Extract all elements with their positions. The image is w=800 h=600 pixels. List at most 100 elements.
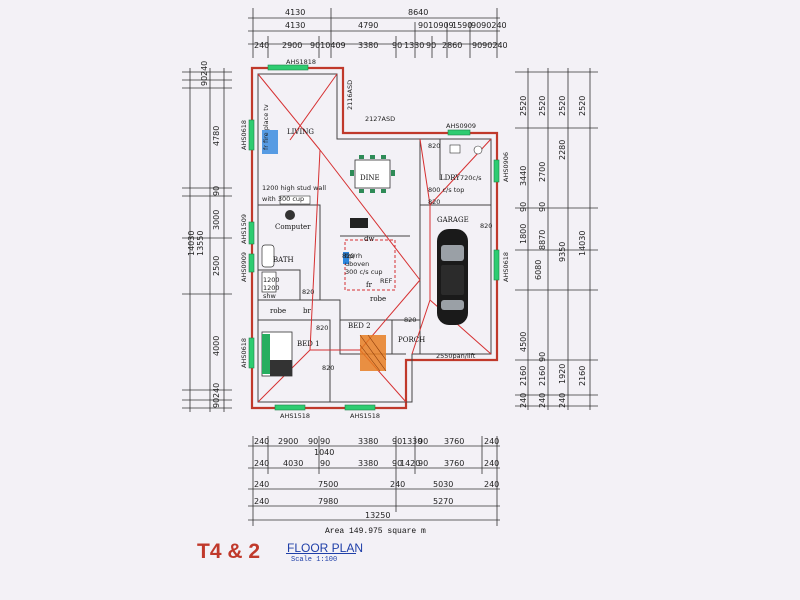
dining-table bbox=[354, 159, 391, 189]
window-top-right bbox=[447, 129, 471, 136]
bottom-dim-text: 5270 bbox=[433, 497, 453, 506]
room-label-ldry: LDRY bbox=[440, 174, 460, 182]
window-code: AHS0906 bbox=[502, 152, 510, 182]
bottom-dim-text: 240 bbox=[254, 497, 269, 506]
room-label-living: LIVING bbox=[287, 128, 314, 136]
room-label-porch: PORCH bbox=[398, 336, 425, 344]
bottom-dim-text: 90 bbox=[418, 459, 428, 468]
right-dimensions: 2520 3440 90 1800 6080 4500 2160 240 252… bbox=[515, 68, 598, 410]
right-dim-text: 2520 bbox=[578, 96, 587, 116]
laundry-tub-icon bbox=[449, 144, 461, 154]
top-dim-text: 1330 bbox=[404, 41, 424, 50]
left-dim-text: 4000 bbox=[212, 336, 221, 356]
window-code: AHS1818 bbox=[286, 58, 316, 66]
bottom-dim-text: 240 bbox=[484, 480, 499, 489]
bottom-dim-text: 3380 bbox=[358, 459, 378, 468]
window-code: AHS0618 bbox=[502, 252, 510, 282]
left-dim-text: 240 bbox=[212, 383, 221, 398]
bottom-dim-text: 13250 bbox=[365, 511, 390, 520]
bottom-dim-text: 240 bbox=[254, 459, 269, 468]
window-left-1 bbox=[248, 119, 255, 151]
right-dim-text: 90 bbox=[538, 352, 547, 362]
door-label: 820 bbox=[428, 142, 440, 150]
right-dim-text: 240 bbox=[558, 393, 567, 408]
top-dim-text: 3380 bbox=[358, 41, 378, 50]
bottom-dim-text: 240 bbox=[254, 437, 269, 446]
room-label-bed1: BED 1 bbox=[297, 340, 320, 348]
note-text: 1200 bbox=[263, 284, 280, 292]
window-code: AHS0618 bbox=[240, 120, 248, 150]
right-dim-text: 2520 bbox=[558, 96, 567, 116]
room-label-fr: fr bbox=[366, 281, 373, 289]
bottom-dim-text: 90 bbox=[308, 437, 318, 446]
left-dimensions: 240 90 4780 90 3000 2500 4000 240 90 140… bbox=[182, 61, 232, 412]
right-dim-text: 2280 bbox=[558, 140, 567, 160]
top-dim-text: 9090240 bbox=[471, 21, 507, 30]
right-dim-text: 240 bbox=[519, 393, 528, 408]
right-dim-text: 9350 bbox=[558, 242, 567, 262]
top-dim-text: 1590 bbox=[452, 21, 472, 30]
door-label: 820 bbox=[404, 316, 416, 324]
window-top-left bbox=[267, 64, 309, 71]
right-dim-text: 2160 bbox=[538, 366, 547, 386]
bottom-dim-text: 90 bbox=[418, 437, 428, 446]
plan-badge-title: T4 & 2 bbox=[197, 540, 261, 563]
right-dim-text: 14030 bbox=[578, 231, 587, 256]
left-dim-text: 13550 bbox=[196, 231, 205, 256]
bottom-dim-text: 90 bbox=[392, 459, 402, 468]
top-dim-text: 240 bbox=[254, 41, 269, 50]
window-code: AHS1518 bbox=[280, 412, 310, 420]
window-right-1 bbox=[493, 159, 500, 183]
door-label: 820 bbox=[316, 324, 328, 332]
bottom-dim-text: 1420 bbox=[400, 459, 420, 468]
top-dim-text: 90 bbox=[392, 41, 402, 50]
plan-title: FLOOR PLAN bbox=[287, 541, 364, 555]
door-label: 820 bbox=[342, 252, 354, 260]
right-dim-text: 2160 bbox=[578, 366, 587, 386]
shower-icon bbox=[261, 271, 277, 293]
right-dim-text: 1920 bbox=[558, 364, 567, 384]
right-dim-text: 2160 bbox=[519, 366, 528, 386]
bottom-dim-text: 1040 bbox=[314, 448, 334, 457]
room-label-bed2: BED 2 bbox=[348, 322, 371, 330]
bottom-dim-text: 5030 bbox=[433, 480, 453, 489]
room-label-bath: BATH bbox=[273, 256, 294, 264]
window-left-3 bbox=[248, 253, 255, 273]
bathtub-icon bbox=[261, 244, 275, 268]
bed-1-icon bbox=[261, 331, 293, 377]
note-text: 2127ASD bbox=[365, 115, 395, 123]
right-dim-text: 2700 bbox=[538, 162, 547, 182]
door-label: 820 bbox=[480, 222, 492, 230]
note-text: 2550pan/lift bbox=[436, 352, 476, 360]
bottom-dim-text: 7500 bbox=[318, 480, 338, 489]
bottom-dim-text: 90 bbox=[320, 437, 330, 446]
windows bbox=[248, 64, 500, 411]
window-code: AHS0618 bbox=[240, 338, 248, 368]
left-dim-text: 14030 bbox=[187, 231, 196, 256]
top-dim-text: 90 bbox=[426, 41, 436, 50]
note-text: REF bbox=[380, 277, 393, 285]
room-label-br: br bbox=[303, 307, 311, 315]
window-left-4 bbox=[248, 337, 255, 369]
bottom-dim-text: 4030 bbox=[283, 459, 303, 468]
note-text: 2116ASD bbox=[346, 80, 354, 110]
sink-icon bbox=[350, 218, 368, 228]
left-dim-text: 90 bbox=[212, 398, 221, 408]
washer-icon bbox=[473, 145, 483, 155]
chair-icon bbox=[285, 210, 295, 220]
bottom-dim-text: 3760 bbox=[444, 437, 464, 446]
top-dim-text: 9010909 bbox=[418, 21, 454, 30]
bottom-dim-text: 240 bbox=[484, 459, 499, 468]
dining-chairs bbox=[350, 155, 395, 193]
top-dim-text: 9090240 bbox=[472, 41, 508, 50]
left-dim-text: 90 bbox=[200, 76, 209, 86]
bottom-dim-text: 90 bbox=[320, 459, 330, 468]
furniture bbox=[261, 130, 483, 377]
room-label-dine: DINE bbox=[360, 174, 380, 182]
window-code: AHS1509 bbox=[240, 214, 248, 244]
top-dim-text: 2900 bbox=[282, 41, 302, 50]
area-text: Area 149.975 square m bbox=[325, 527, 426, 536]
right-dim-text: 2520 bbox=[519, 96, 528, 116]
right-dim-text: 3440 bbox=[519, 166, 528, 186]
